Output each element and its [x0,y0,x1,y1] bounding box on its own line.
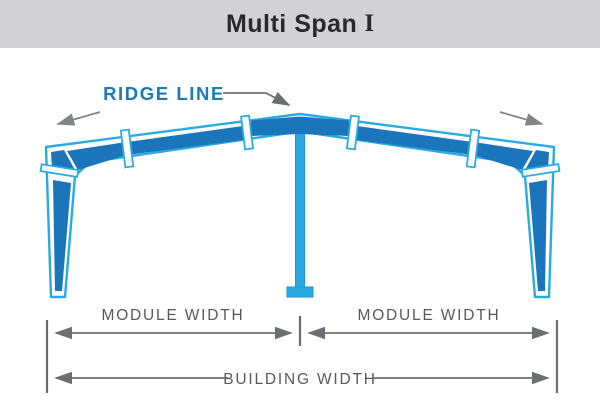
title-bar: Multi Span I [0,0,600,48]
left-rafter-segment-inner [131,126,243,155]
ridge-peak-beam [251,116,349,136]
right-rafter-splice-plate-inner [345,114,360,151]
ridge-line-callout: RIDGE LINE [103,83,291,106]
left-rafter-splice-plate-outer [119,128,135,169]
right-slope-arrow-icon [499,111,544,126]
center-column-base-plate [286,286,314,298]
ridge-line-label: RIDGE LINE [103,83,225,104]
right-column-beam [529,180,547,291]
page-title-numeral: I [364,10,375,37]
page-title: Multi Span [225,9,358,38]
module-width-left-label: MODULE WIDTH [101,307,244,324]
module-width-right-label: MODULE WIDTH [357,307,500,324]
left-rafter-segment-outer [67,142,123,170]
steel-frame [39,112,561,299]
left-rafter-splice-plate-inner [240,114,255,151]
dimension-annotations: MODULE WIDTH MODULE WIDTH BUILDING WIDTH [45,307,559,393]
left-column-beam [53,180,71,291]
right-rafter-splice-plate-outer [465,128,481,169]
center-column [295,131,305,289]
right-eave-connection-plate [520,163,561,178]
left-slope-arrow-icon [56,111,101,126]
left-eave-connection-plate [39,163,80,178]
building-width-label: BUILDING WIDTH [223,371,377,388]
right-rafter-segment-outer [477,142,533,170]
right-rafter-segment-inner [357,126,469,155]
ridge-line-arrow-icon [223,91,291,106]
